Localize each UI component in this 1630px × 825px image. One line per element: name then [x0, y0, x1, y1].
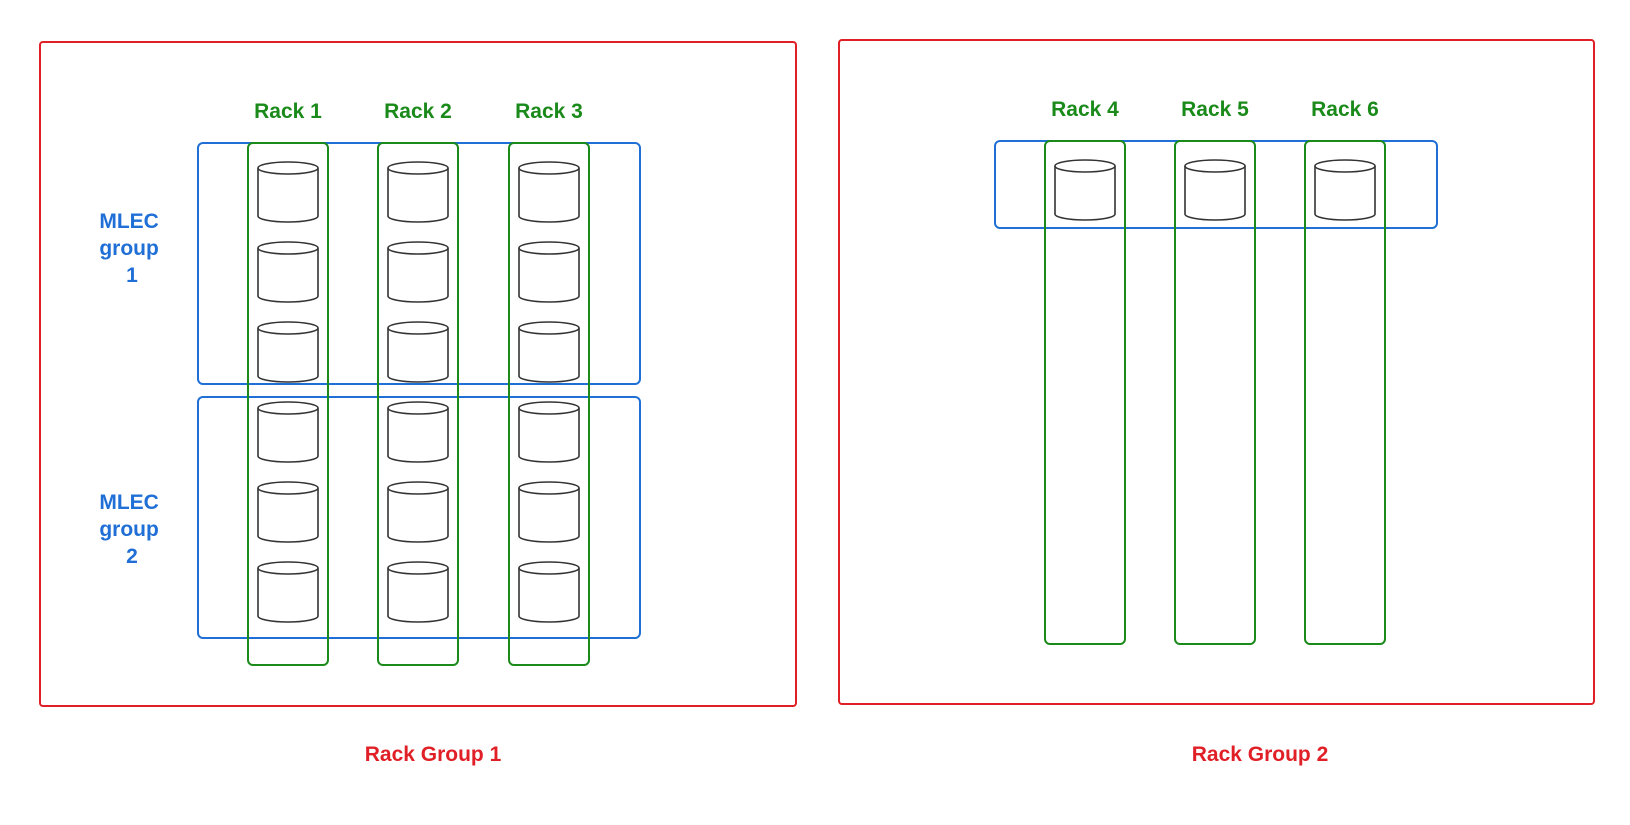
disk-icon: [518, 241, 580, 303]
disk-icon: [518, 481, 580, 543]
rack-group-label: Rack Group 2: [1192, 743, 1329, 766]
rack-frame: [1044, 140, 1126, 645]
disk-array: [257, 161, 580, 623]
rack-frame: [1304, 140, 1386, 645]
mlec-group-frame: [197, 396, 641, 639]
mlec-group-label: MLEC group 2: [99, 491, 164, 568]
disk-icon: [257, 401, 319, 463]
disk-icon: [518, 401, 580, 463]
disk-icon: [387, 161, 449, 223]
disk-icon: [387, 241, 449, 303]
rack-group-1: Rack 1 Rack 2 Rack 3 MLEC group 1 MLEC g…: [39, 41, 797, 766]
disk-icon: [1184, 159, 1246, 221]
disk-icon: [387, 561, 449, 623]
rack-label: Rack 5: [1181, 98, 1249, 121]
rack-label: Rack 6: [1311, 98, 1379, 121]
rack-frame: [377, 142, 459, 666]
rack-frame: [247, 142, 329, 666]
rack-frame: [1174, 140, 1256, 645]
rack-label: Rack 1: [254, 100, 322, 123]
rack-label: Rack 2: [384, 100, 452, 123]
rack-label: Rack 4: [1051, 98, 1119, 121]
mlec-group-label: MLEC group 1: [99, 210, 164, 287]
disk-icon: [257, 161, 319, 223]
disk-icon: [257, 481, 319, 543]
disk-icon: [387, 401, 449, 463]
rack-frame: [508, 142, 590, 666]
disk-icon: [518, 561, 580, 623]
rack-group-2: Rack 4 Rack 5 Rack 6 Rack Group 2: [838, 39, 1595, 766]
disk-icon: [518, 321, 580, 383]
disk-icon: [387, 481, 449, 543]
rack-group-frame: [838, 39, 1595, 705]
disk-icon: [1314, 159, 1376, 221]
rack-label: Rack 3: [515, 100, 583, 123]
rack-group-frame: [39, 41, 797, 707]
disk-icon: [257, 321, 319, 383]
disk-array: [1054, 159, 1376, 221]
disk-icon: [1054, 159, 1116, 221]
disk-icon: [387, 321, 449, 383]
disk-icon: [257, 561, 319, 623]
disk-icon: [518, 161, 580, 223]
rack-group-label: Rack Group 1: [365, 743, 502, 766]
disk-icon: [257, 241, 319, 303]
